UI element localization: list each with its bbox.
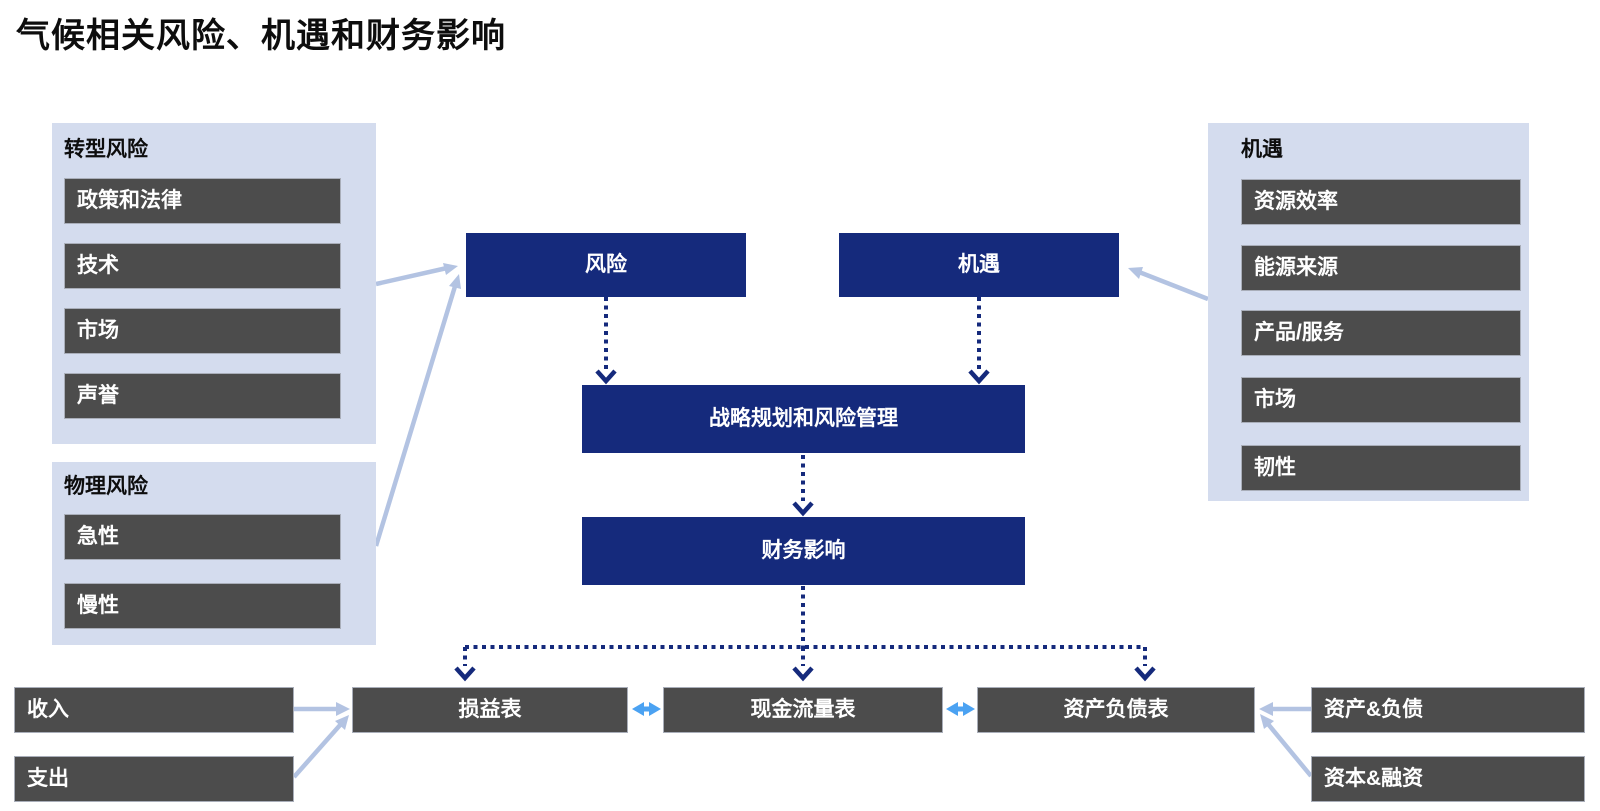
dotted-arrow-risk-to-strategy <box>595 297 617 385</box>
dotted-arrow-financial-impact-to-statements <box>454 586 1156 682</box>
physical-item-chronic: 慢性 <box>64 583 341 629</box>
arrow-capital-financing-to-balance-sheet <box>1260 714 1313 778</box>
double-arrow-cashflow-balancesheet <box>946 702 975 716</box>
dotted-arrow-opportunity-to-strategy <box>968 297 990 385</box>
opportunity-item-energy-source: 能源来源 <box>1241 245 1521 291</box>
cash-flow-statement-box: 现金流量表 <box>663 687 943 733</box>
expense-box: 支出 <box>14 756 294 802</box>
transition-item-market: 市场 <box>64 308 341 354</box>
arrow-opportunity-panel-to-opportunity <box>1128 267 1209 302</box>
arrow-physical-panel-to-risk <box>373 274 461 547</box>
balance-sheet-box: 资产负债表 <box>977 687 1255 733</box>
dotted-arrow-strategy-to-financial-impact <box>792 455 814 517</box>
opportunity-panel: 机遇 资源效率 能源来源 产品/服务 市场 韧性 <box>1208 123 1529 501</box>
arrow-transition-panel-to-risk <box>375 263 458 287</box>
transition-item-reputation: 声誉 <box>64 373 341 419</box>
page-title: 气候相关风险、机遇和财务影响 <box>16 17 506 55</box>
transition-risk-panel: 转型风险 政策和法律 技术 市场 声誉 <box>52 123 376 444</box>
risk-box: 风险 <box>466 233 746 297</box>
arrow-revenue-to-income-statement <box>294 702 350 716</box>
financial-impact-box: 财务影响 <box>582 517 1025 585</box>
arrow-expense-to-income-statement <box>292 715 349 779</box>
physical-item-acute: 急性 <box>64 514 341 560</box>
revenue-box: 收入 <box>14 687 294 733</box>
opportunity-item-products-services: 产品/服务 <box>1241 310 1521 356</box>
opportunity-header: 机遇 <box>1241 138 1283 161</box>
opportunity-item-market: 市场 <box>1241 377 1521 423</box>
transition-item-policy-legal: 政策和法律 <box>64 178 341 224</box>
physical-risk-panel: 物理风险 急性 慢性 <box>52 462 376 645</box>
transition-risk-header: 转型风险 <box>64 138 148 161</box>
physical-risk-header: 物理风险 <box>64 475 148 498</box>
assets-liabilities-box: 资产&负债 <box>1311 687 1585 733</box>
double-arrow-income-cashflow <box>632 702 661 716</box>
opportunity-item-resilience: 韧性 <box>1241 445 1521 491</box>
opportunity-item-resource-efficiency: 资源效率 <box>1241 179 1521 225</box>
income-statement-box: 损益表 <box>352 687 628 733</box>
strategy-risk-management-box: 战略规划和风险管理 <box>582 385 1025 453</box>
opportunity-box: 机遇 <box>839 233 1119 297</box>
capital-financing-box: 资本&融资 <box>1311 756 1585 802</box>
arrow-assets-liabilities-to-balance-sheet <box>1259 702 1311 716</box>
transition-item-technology: 技术 <box>64 243 341 289</box>
